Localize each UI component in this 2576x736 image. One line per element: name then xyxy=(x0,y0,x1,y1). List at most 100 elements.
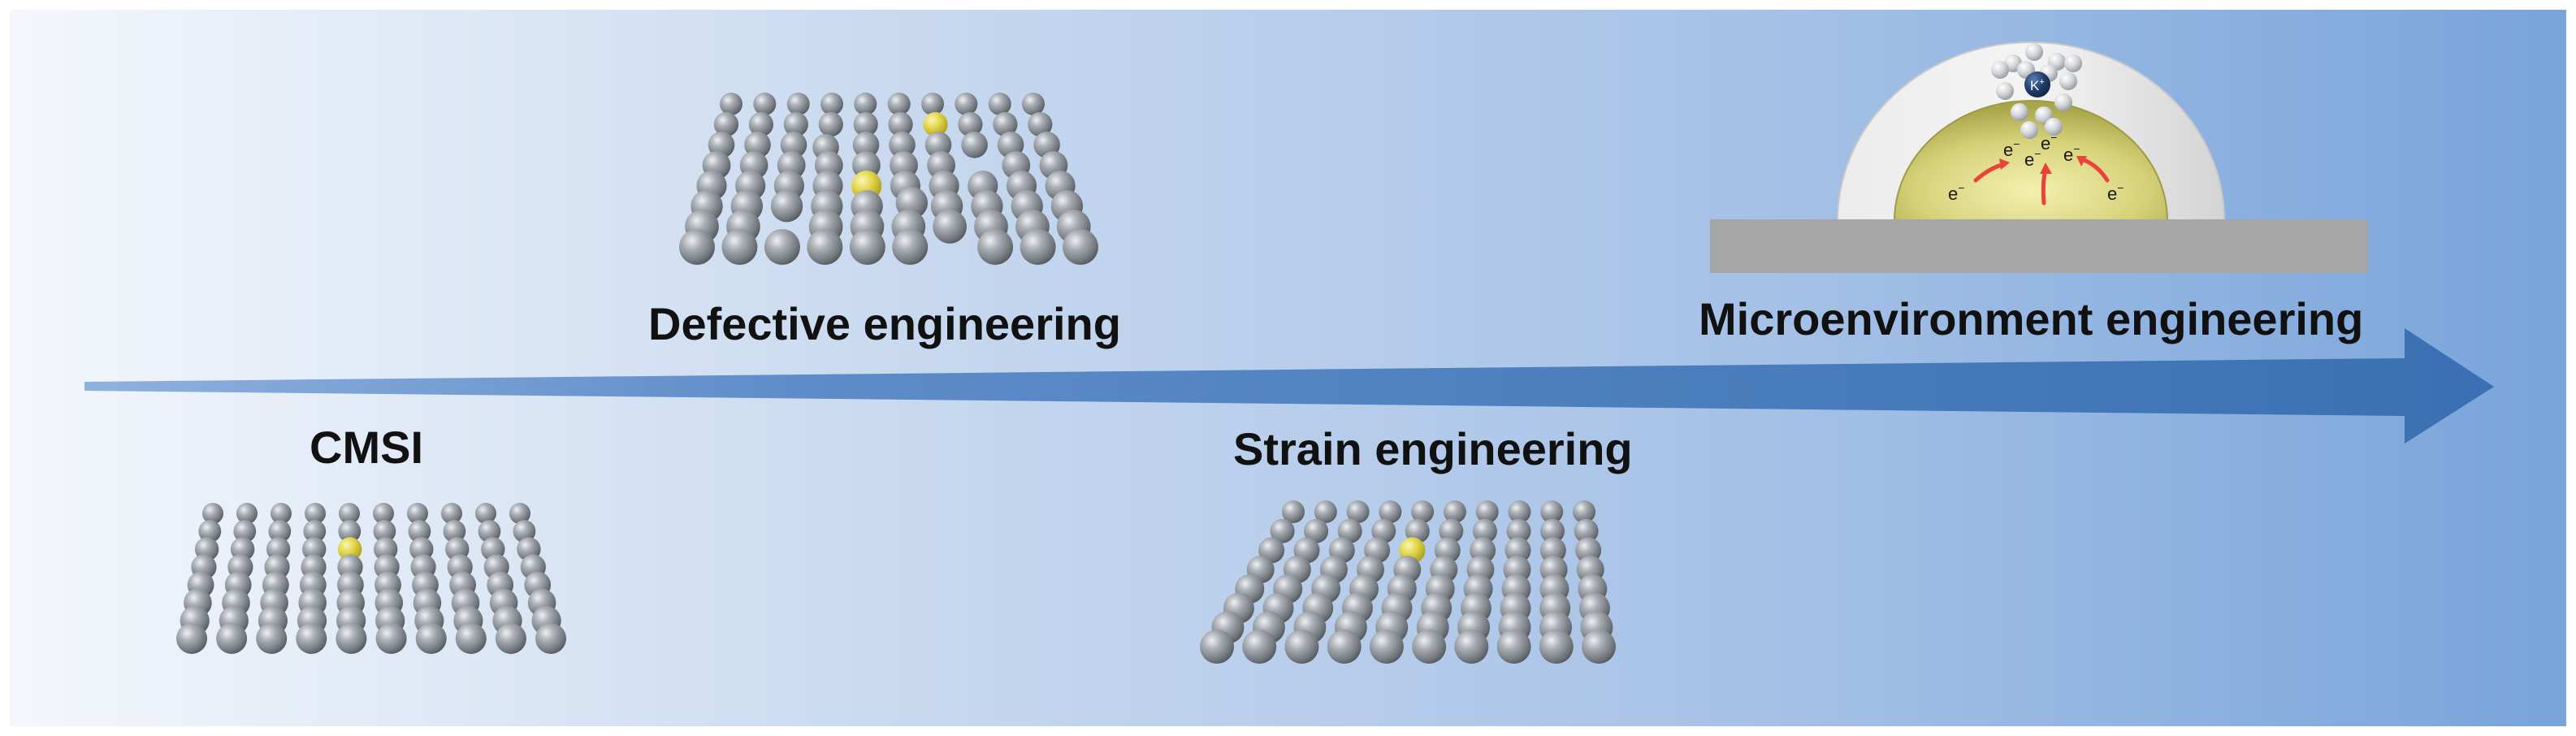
lattice-atom xyxy=(955,93,978,115)
lattice-atom xyxy=(339,503,360,524)
single-atom xyxy=(338,537,362,561)
lattice-atom xyxy=(1539,630,1574,664)
lattice-atom xyxy=(1270,518,1295,543)
cmsi-lattice-icon xyxy=(176,503,566,654)
lattice-atom xyxy=(1472,518,1497,543)
lattice-atom xyxy=(1540,518,1565,543)
lattice-atom xyxy=(820,93,843,115)
lattice-atom xyxy=(1582,630,1616,664)
lattice-atom xyxy=(1304,518,1329,543)
lattice-atom xyxy=(1020,229,1056,265)
defective-lattice-icon xyxy=(679,93,1098,265)
lattice-atom xyxy=(336,623,367,654)
lattice-atom xyxy=(415,623,447,654)
lattice-atom xyxy=(407,503,428,524)
lattice-atom xyxy=(1506,518,1531,543)
lattice-atom xyxy=(441,503,462,524)
lattice-atom xyxy=(1371,518,1396,543)
lattice-atom xyxy=(305,503,326,524)
electron-label-2: e− xyxy=(2003,137,2020,160)
lattice-atom xyxy=(753,93,777,115)
lattice-atom xyxy=(1282,500,1305,523)
lattice-atom xyxy=(679,229,715,265)
lattice-atom xyxy=(1063,229,1098,265)
lattice-atom xyxy=(1574,518,1599,543)
lattice-atom xyxy=(256,623,288,654)
lattice-atom xyxy=(1443,500,1466,523)
lattice-atom xyxy=(1439,518,1464,543)
lattice-atom xyxy=(1454,630,1489,664)
lattice-atom xyxy=(764,229,800,265)
lattice-atom xyxy=(1411,500,1435,523)
substrate-bar xyxy=(1710,219,2368,273)
lattice-atom xyxy=(233,520,257,543)
lattice-atom xyxy=(176,623,207,654)
lattice-atom xyxy=(993,112,1018,137)
lattice-atom xyxy=(198,520,222,543)
lattice-atom xyxy=(1405,518,1430,543)
lattice-atom xyxy=(1540,500,1564,523)
water-molecule xyxy=(2064,54,2082,72)
label-strain-engineering: Strain engineering xyxy=(1233,423,1633,474)
lattice-atom xyxy=(375,623,407,654)
lattice-atom xyxy=(408,520,431,543)
lattice-atom xyxy=(1475,500,1499,523)
lattice-atom xyxy=(271,503,292,524)
lattice-atom xyxy=(455,623,487,654)
electron-label-1: e− xyxy=(1948,181,1964,204)
water-molecule xyxy=(2054,93,2072,111)
water-molecule xyxy=(1991,61,2009,79)
lattice-atom xyxy=(921,93,944,115)
strain-lattice-icon xyxy=(1200,500,1616,664)
lattice-atom xyxy=(443,520,466,543)
lattice-atom xyxy=(783,112,808,137)
lattice-atom xyxy=(933,210,967,244)
lattice-atom xyxy=(961,132,988,158)
lattice-atom xyxy=(748,112,774,137)
lattice-atom xyxy=(303,520,327,543)
lattice-atom xyxy=(770,190,803,223)
lattice-atom xyxy=(924,132,952,158)
arrowhead-right xyxy=(2076,156,2087,167)
electron-label-5: e− xyxy=(2063,142,2080,165)
lattice-atom xyxy=(988,93,1011,115)
lattice-atom xyxy=(1327,630,1362,664)
lattice-atom xyxy=(236,503,258,524)
lattice-atom xyxy=(720,93,742,115)
arrowhead-left xyxy=(1999,158,2010,170)
water-molecule xyxy=(2059,72,2077,90)
lattice-atom xyxy=(887,93,911,115)
lattice-atom xyxy=(721,229,758,265)
lattice-atom xyxy=(854,93,877,115)
core-shell-particle-icon: e− e− e− e− e− e− K+ xyxy=(1710,41,2368,273)
lattice-atom xyxy=(889,132,916,158)
lattice-atom xyxy=(1284,630,1319,664)
lattice-atom xyxy=(1028,112,1053,137)
lattice-atom xyxy=(266,537,291,561)
electron-label-6: e− xyxy=(2107,181,2124,204)
cation-label: K+ xyxy=(2030,77,2045,93)
lattice-atom xyxy=(373,520,396,543)
cation-ball xyxy=(2024,71,2050,97)
water-molecule xyxy=(2020,121,2038,139)
arrowhead-mid xyxy=(2040,162,2052,174)
lattice-atom xyxy=(373,503,394,524)
lattice-atom xyxy=(713,112,739,137)
lattice-atom xyxy=(977,229,1014,265)
lattice-atom xyxy=(1412,630,1447,664)
lattice-atom xyxy=(1539,537,1566,564)
lattice-atom xyxy=(818,112,843,137)
lattice-atom xyxy=(478,520,501,543)
lattice-atom xyxy=(535,623,566,654)
lattice-atom xyxy=(475,503,496,524)
lattice-atom xyxy=(1508,500,1531,523)
lattice-atom xyxy=(1504,537,1531,564)
lattice-atom xyxy=(513,520,536,543)
single-atom xyxy=(923,112,948,137)
lattice-atom xyxy=(1200,630,1234,664)
lattice-atom xyxy=(296,623,327,654)
metal-core xyxy=(1893,100,2169,222)
lattice-atom xyxy=(892,229,929,265)
